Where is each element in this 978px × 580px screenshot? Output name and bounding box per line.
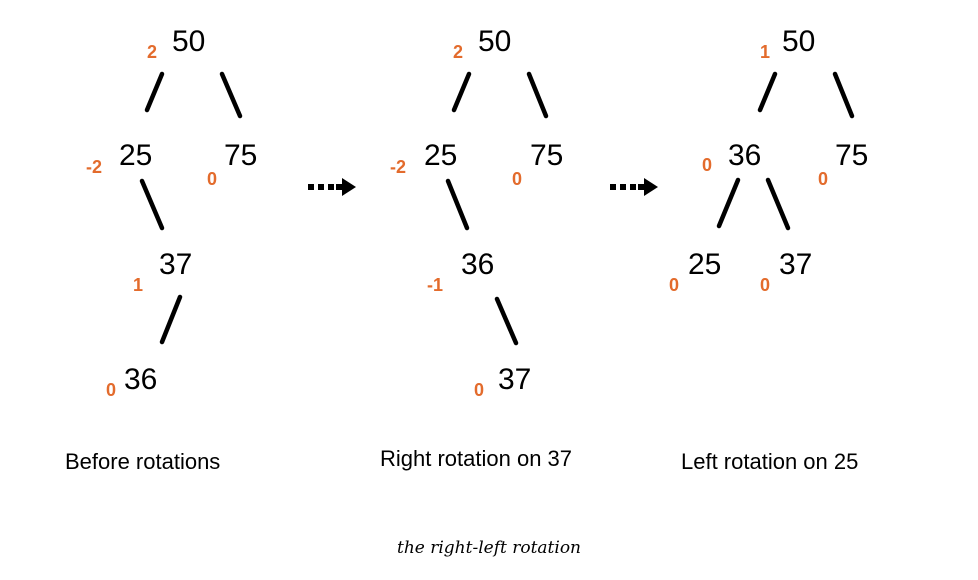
edge-50-36 [757, 71, 778, 113]
tree-node: 36 [461, 248, 495, 281]
balance-factor: -2 [86, 157, 103, 177]
tree-node: 75 [835, 139, 869, 172]
balance-factor: 0 [760, 275, 771, 295]
tree-node: 36 [124, 363, 158, 396]
balance-factor: 1 [133, 275, 144, 295]
tree-node: 25 [688, 248, 722, 281]
tree-node: 50 [478, 25, 512, 58]
tree-node: 37 [498, 363, 532, 396]
balance-factor: 0 [669, 275, 680, 295]
balance-factor: 0 [474, 380, 485, 400]
edge-36-37 [494, 296, 519, 346]
tree-node: 75 [224, 139, 258, 172]
balance-factor: 0 [106, 380, 117, 400]
dotted-right-arrow-icon [610, 178, 658, 196]
edge-36-25 [716, 177, 741, 229]
edge-50-75 [219, 71, 243, 119]
edge-50-75 [526, 71, 549, 119]
balance-factor: 2 [147, 42, 158, 62]
tree-node: 37 [159, 248, 193, 281]
edge-50-25 [451, 71, 472, 113]
panel-label: Right rotation on 37 [380, 446, 573, 471]
dotted-right-arrow-icon [308, 178, 356, 196]
tree-node: 50 [782, 25, 816, 58]
edge-36-37 [765, 177, 791, 231]
balance-factor: 1 [760, 42, 771, 62]
edge-50-25 [144, 71, 165, 113]
balance-factor: 0 [207, 169, 218, 189]
tree-node: 25 [119, 139, 153, 172]
balance-factor: -2 [390, 157, 407, 177]
panel-label: Left rotation on 25 [681, 449, 859, 474]
balance-factor: 0 [702, 155, 713, 175]
tree-node: 25 [424, 139, 458, 172]
edge-37-36 [159, 294, 183, 345]
figure-caption: the right-left rotation [396, 538, 582, 558]
edge-25-37 [139, 178, 165, 231]
balance-factor: 0 [818, 169, 829, 189]
balance-factor: 0 [512, 169, 523, 189]
edge-25-36 [445, 178, 470, 231]
tree-node: 50 [172, 25, 206, 58]
panel-label: Before rotations [65, 449, 221, 474]
balance-factor: 2 [453, 42, 464, 62]
tree-node: 75 [530, 139, 564, 172]
edge-50-75 [832, 71, 855, 119]
balance-factor: -1 [427, 275, 444, 295]
tree-node: 36 [728, 139, 762, 172]
tree-node: 37 [779, 248, 813, 281]
